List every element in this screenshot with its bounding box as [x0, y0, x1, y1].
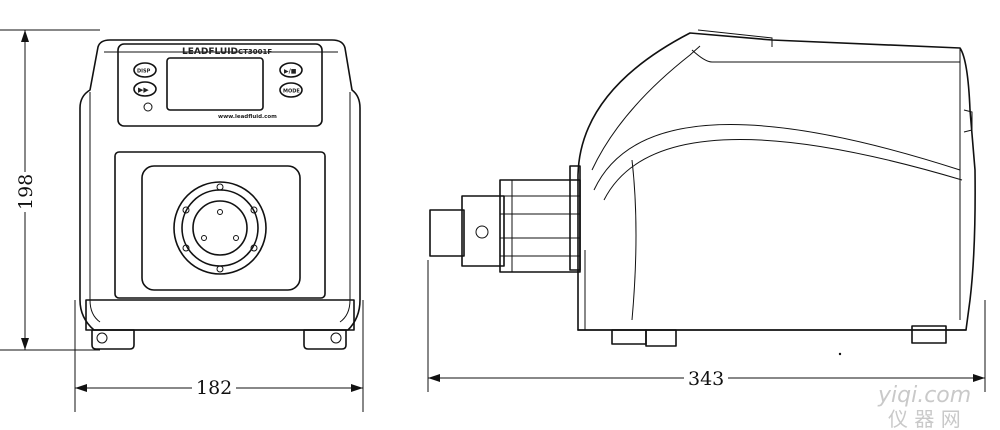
side-foot-3: [911, 325, 947, 344]
front-housing-outline: [79, 39, 361, 331]
side-contour: [593, 124, 961, 191]
front-view: LEADFLUID CT3001F www.leadfluid.com DISP…: [79, 39, 361, 350]
side-foot-2: [645, 329, 677, 347]
watermark-cn: 仪 器 网: [888, 407, 961, 430]
brand-logo-text: LEADFLUID: [182, 47, 238, 57]
watermark-site: yiqi.com: [877, 383, 971, 408]
run-stop-icon: ▶/■: [284, 68, 297, 75]
side-foot-1: [611, 329, 647, 345]
tube-holder-clamp: [461, 195, 505, 267]
disp-button-label: DISP: [137, 69, 151, 75]
rotor-hub: [192, 200, 248, 256]
control-panel: [117, 43, 323, 127]
front-foot-right: [303, 329, 347, 350]
rotor-outer: [173, 181, 267, 275]
height-dimension-label: 198: [15, 174, 37, 210]
model-text: CT3001F: [238, 48, 272, 56]
tube-holder-nose: [429, 209, 465, 257]
mode-button-label: MODE: [283, 89, 300, 95]
side-view: [429, 29, 976, 356]
front-base: [85, 299, 355, 331]
clamp-screw: [475, 225, 489, 239]
fast-forward-button[interactable]: [133, 81, 157, 97]
mode-button[interactable]: [279, 82, 303, 98]
indicator-led: [143, 102, 153, 112]
website-text: www.leadfluid.com: [218, 114, 277, 120]
pump-head-frame: [114, 151, 326, 299]
front-foot-left: [91, 329, 135, 350]
side-housing-outline: [577, 32, 976, 331]
width-dimension-label: 182: [196, 377, 232, 399]
pump-head-plate: [141, 165, 301, 291]
lcd-screen: [166, 57, 264, 111]
run-stop-button[interactable]: [279, 62, 303, 78]
fast-forward-icon: ▶▶: [138, 86, 149, 94]
disp-button[interactable]: [133, 62, 157, 78]
depth-dimension-label: 343: [688, 368, 724, 390]
